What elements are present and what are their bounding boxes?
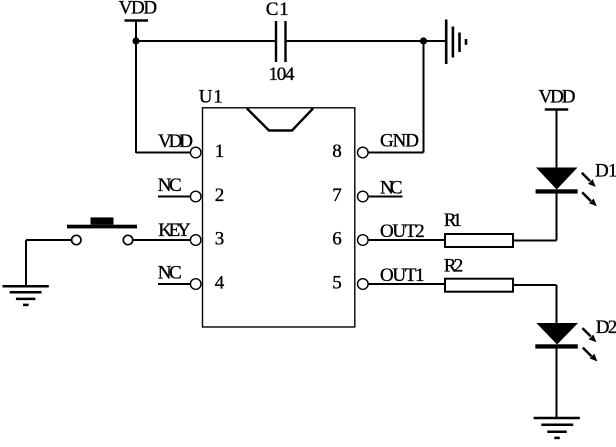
svg-text:VDD: VDD: [539, 87, 576, 108]
svg-text:5: 5: [332, 273, 342, 294]
svg-text:VDD: VDD: [119, 0, 158, 19]
svg-text:OUT2: OUT2: [380, 221, 425, 242]
svg-text:VDD: VDD: [158, 131, 193, 152]
svg-text:7: 7: [332, 185, 342, 206]
svg-text:D1: D1: [595, 161, 616, 182]
svg-text:4: 4: [215, 273, 225, 294]
svg-text:R1: R1: [444, 210, 462, 231]
svg-text:NC: NC: [158, 175, 182, 196]
svg-text:OUT1: OUT1: [380, 265, 425, 286]
svg-text:NC: NC: [158, 263, 182, 284]
svg-text:C1: C1: [266, 0, 289, 20]
svg-text:GND: GND: [380, 131, 419, 152]
svg-text:NC: NC: [380, 178, 403, 199]
svg-text:R2: R2: [444, 255, 463, 276]
svg-text:8: 8: [332, 141, 342, 162]
svg-text:2: 2: [215, 185, 225, 206]
svg-text:1: 1: [215, 141, 225, 162]
svg-text:104: 104: [269, 64, 296, 85]
svg-text:U1: U1: [199, 87, 223, 108]
svg-text:3: 3: [215, 229, 225, 250]
svg-text:6: 6: [332, 229, 342, 250]
svg-text:KEY: KEY: [158, 220, 191, 241]
svg-text:D2: D2: [596, 317, 616, 338]
